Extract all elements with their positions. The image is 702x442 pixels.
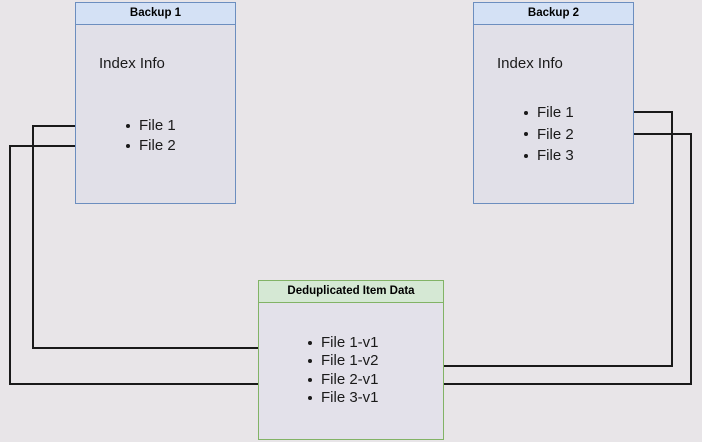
list-item: File 1: [523, 102, 574, 124]
node-deduplicated-item-data[interactable]: Deduplicated Item Data File 1-v1 File 1-…: [258, 280, 444, 440]
node-backup1[interactable]: Backup 1 Index Info File 1 File 2: [75, 2, 236, 204]
node-backup2-file-list: File 1 File 2 File 3: [523, 102, 574, 167]
list-item: File 2: [125, 136, 176, 156]
node-backup2[interactable]: Backup 2 Index Info File 1 File 2 File 3: [473, 2, 634, 204]
list-item: File 1-v1: [307, 334, 379, 352]
node-backup2-index-info-label: Index Info: [497, 55, 563, 72]
node-backup1-body: Index Info File 1 File 2: [76, 25, 235, 203]
list-item: File 3-v1: [307, 389, 379, 407]
node-dedup-file-list: File 1-v1 File 1-v2 File 2-v1 File 3-v1: [307, 334, 379, 407]
list-item: File 3: [523, 145, 574, 167]
node-backup2-body: Index Info File 1 File 2 File 3: [474, 25, 633, 203]
node-backup1-file-list: File 1 File 2: [125, 116, 176, 156]
node-dedup-header: Deduplicated Item Data: [259, 281, 443, 303]
node-backup1-index-info-label: Index Info: [99, 55, 165, 72]
node-dedup-body: File 1-v1 File 1-v2 File 2-v1 File 3-v1: [259, 303, 443, 439]
list-item: File 2-v1: [307, 371, 379, 389]
list-item: File 1: [125, 116, 176, 136]
node-backup2-header: Backup 2: [474, 3, 633, 25]
list-item: File 1-v2: [307, 352, 379, 370]
node-backup1-header: Backup 1: [76, 3, 235, 25]
list-item: File 2: [523, 124, 574, 146]
